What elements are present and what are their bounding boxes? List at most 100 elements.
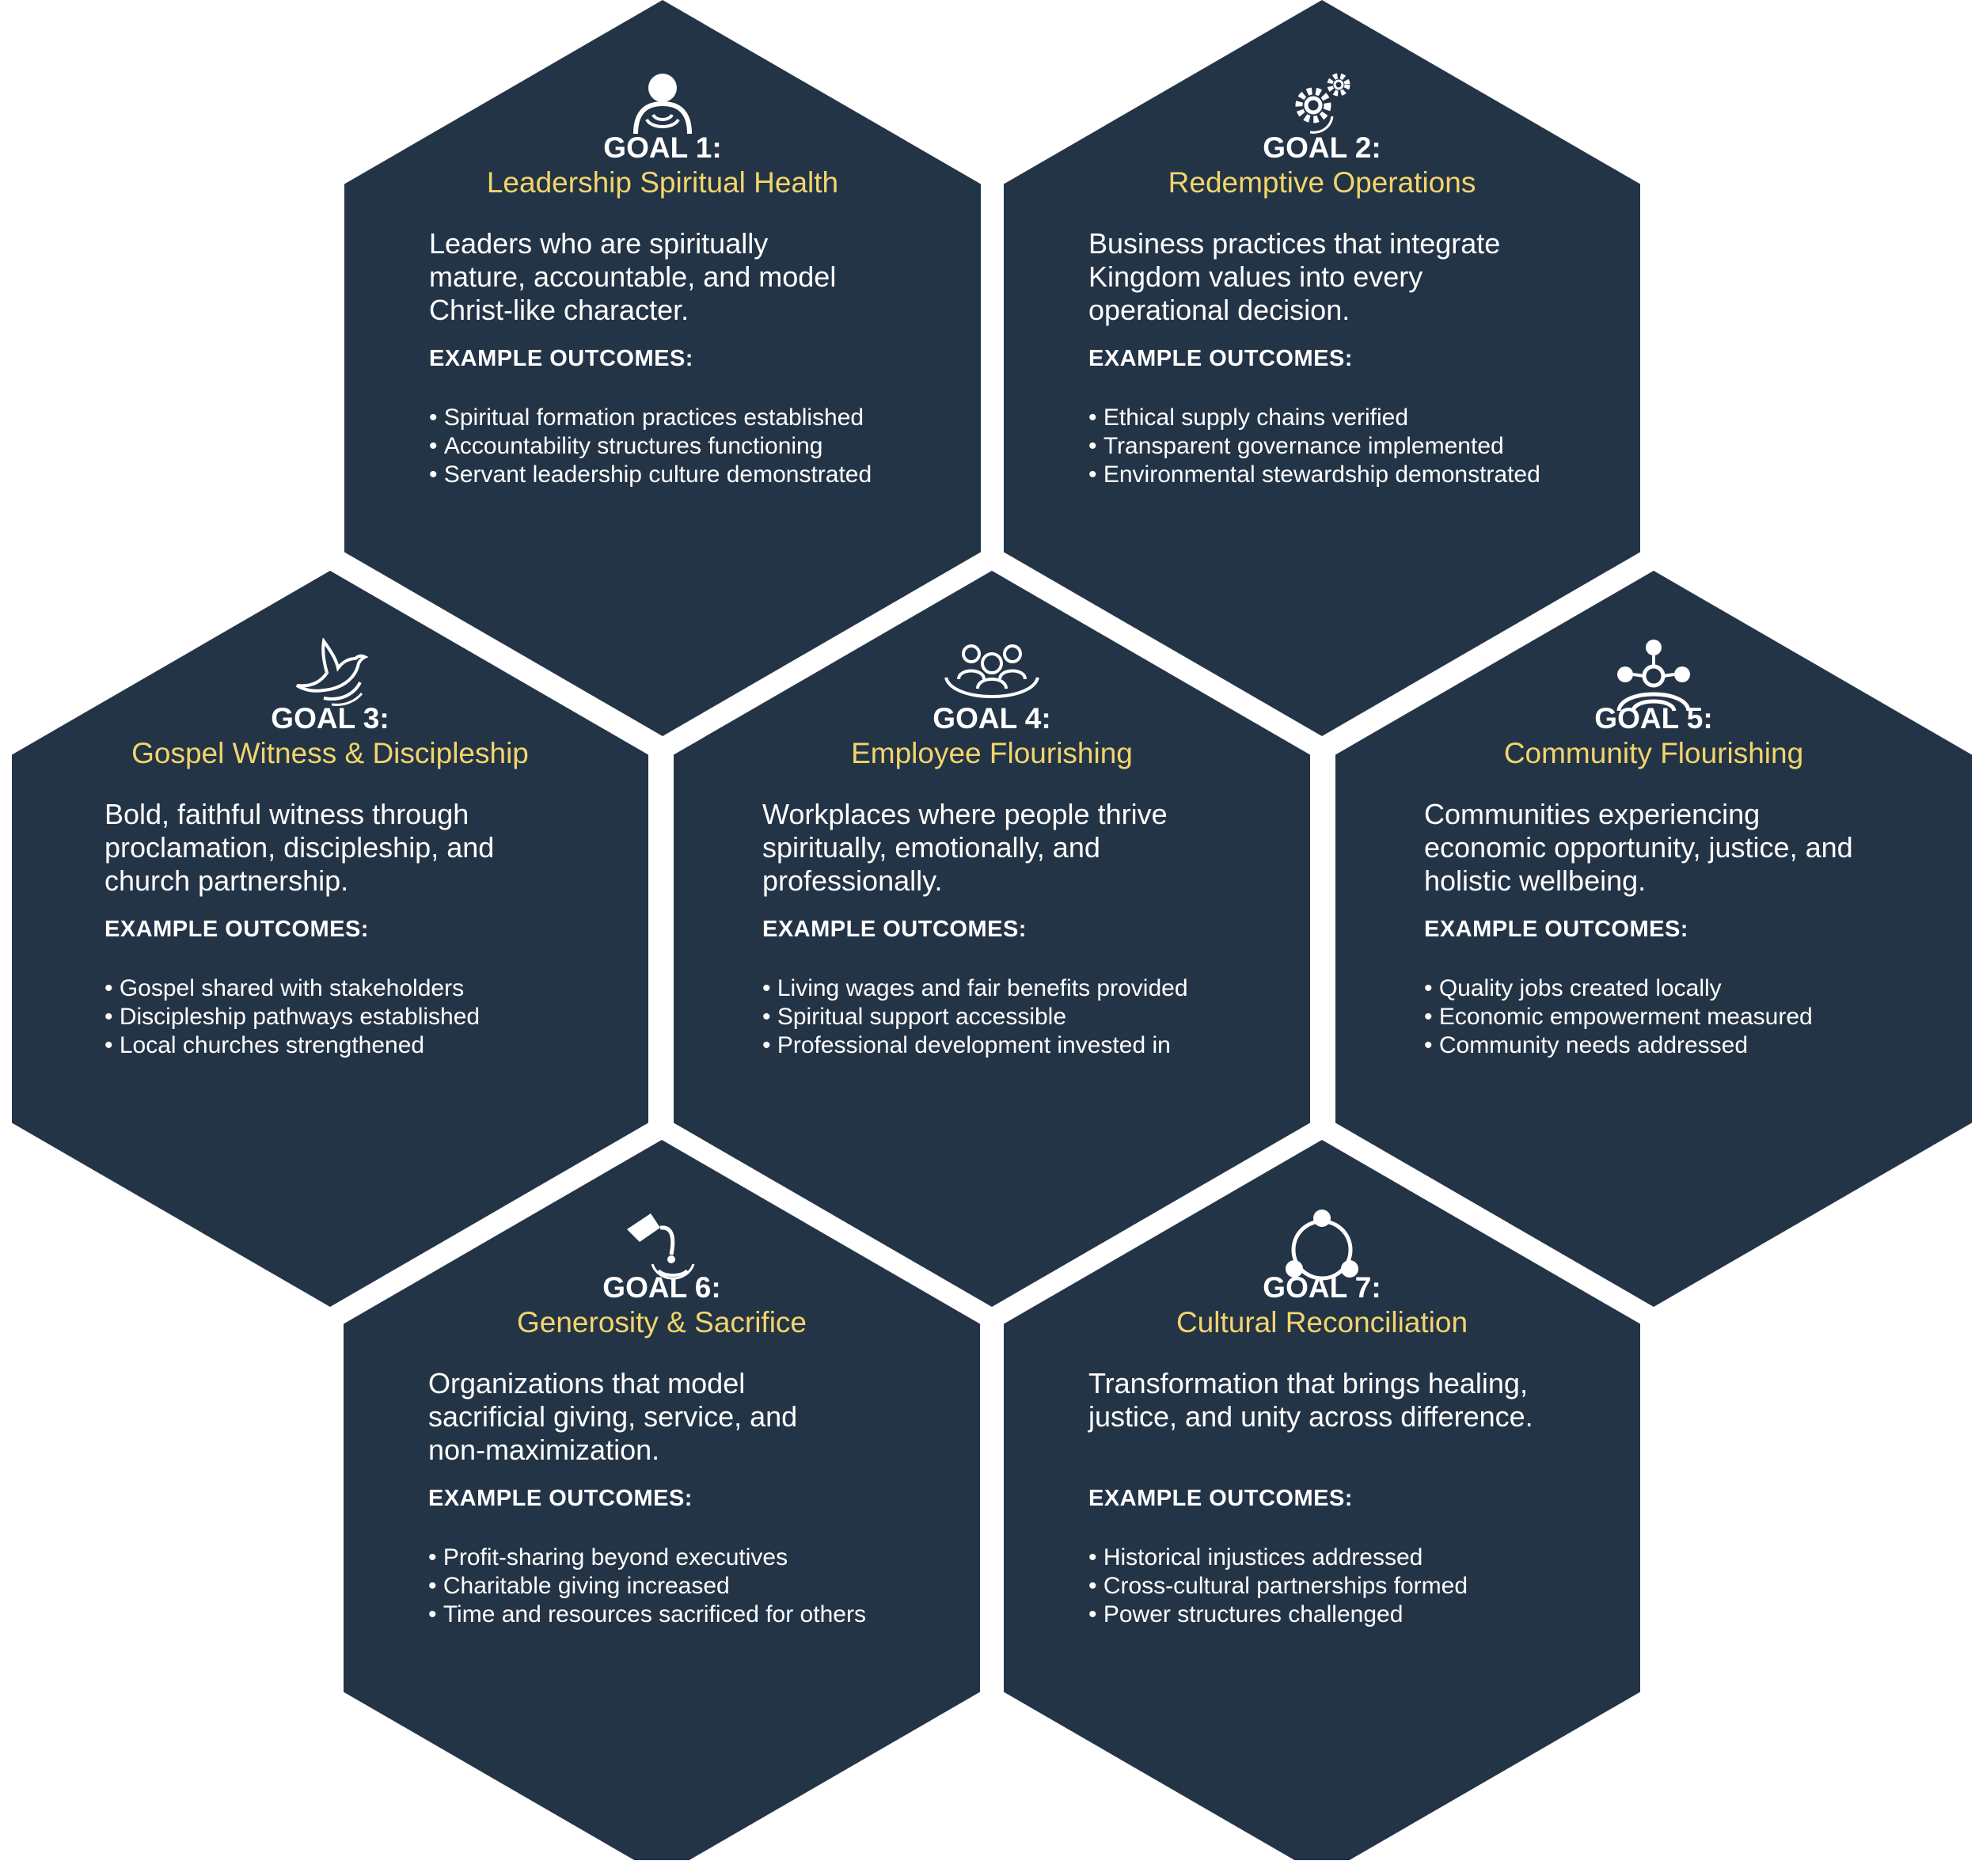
goal-description-line: Bold, faithful witness through bbox=[104, 798, 469, 830]
outcome-item: Transparent governance implemented bbox=[1088, 432, 1540, 461]
goal-number: GOAL 7: bbox=[1263, 1271, 1381, 1304]
example-outcomes-list: Gospel shared with stakeholdersDisciples… bbox=[104, 974, 480, 1060]
goal-6-heading: GOAL 6:Generosity & Sacrifice bbox=[344, 1270, 980, 1340]
goal-description-line: Kingdom values into every bbox=[1088, 260, 1423, 293]
goal-description-line: Christ-like character. bbox=[429, 294, 689, 326]
goal-6-hexagon bbox=[344, 1140, 980, 1860]
outcome-item: Time and resources sacrificed for others bbox=[428, 1601, 866, 1629]
example-outcomes-label: EXAMPLE OUTCOMES: bbox=[1088, 346, 1353, 371]
example-outcomes-list: Ethical supply chains verifiedTransparen… bbox=[1088, 404, 1540, 489]
outcome-item: Quality jobs created locally bbox=[1424, 974, 1813, 1003]
goal-description: Transformation that brings healing,justi… bbox=[1088, 1367, 1533, 1434]
example-outcomes-list: Historical injustices addressedCross-cul… bbox=[1088, 1544, 1468, 1629]
goal-description-line: holistic wellbeing. bbox=[1424, 864, 1647, 897]
example-outcomes-list: Profit-sharing beyond executivesCharitab… bbox=[428, 1544, 866, 1629]
outcome-item: Gospel shared with stakeholders bbox=[104, 974, 480, 1003]
outcome-item: Power structures challenged bbox=[1088, 1601, 1468, 1629]
goal-description-line: Workplaces where people thrive bbox=[762, 798, 1168, 830]
goal-description-line: professionally. bbox=[762, 864, 943, 897]
example-outcomes-label: EXAMPLE OUTCOMES: bbox=[762, 917, 1027, 942]
goal-3-heading: GOAL 3:Gospel Witness & Discipleship bbox=[12, 701, 648, 771]
outcome-item: Spiritual formation practices establishe… bbox=[429, 404, 872, 432]
goal-description-line: justice, and unity across difference. bbox=[1088, 1400, 1533, 1433]
goal-4-heading: GOAL 4:Employee Flourishing bbox=[674, 701, 1310, 771]
outcome-item: Servant leadership culture demonstrated bbox=[429, 461, 872, 489]
outcome-item: Economic empowerment measured bbox=[1424, 1003, 1813, 1031]
goal-description-line: Leaders who are spiritually bbox=[429, 227, 769, 260]
example-outcomes-list: Quality jobs created locallyEconomic emp… bbox=[1424, 974, 1813, 1060]
goal-description-line: non-maximization. bbox=[428, 1434, 660, 1466]
goal-title: Leadership Spiritual Health bbox=[486, 166, 839, 199]
outcome-item: Local churches strengthened bbox=[104, 1031, 480, 1060]
goal-2-hexagon bbox=[1004, 0, 1640, 736]
goal-5-heading: GOAL 5:Community Flourishing bbox=[1335, 701, 1972, 771]
goal-1-heading: GOAL 1:Leadership Spiritual Health bbox=[344, 131, 981, 200]
goal-7-heading: GOAL 7:Cultural Reconciliation bbox=[1004, 1270, 1640, 1340]
outcome-item: Ethical supply chains verified bbox=[1088, 404, 1540, 432]
goal-number: GOAL 1: bbox=[603, 131, 722, 164]
goal-title: Redemptive Operations bbox=[1168, 166, 1476, 199]
example-outcomes-label: EXAMPLE OUTCOMES: bbox=[428, 1486, 693, 1511]
goal-1-hexagon bbox=[344, 0, 981, 736]
outcome-item: Profit-sharing beyond executives bbox=[428, 1544, 866, 1572]
outcome-item: Historical injustices addressed bbox=[1088, 1544, 1468, 1572]
goal-description-line: proclamation, discipleship, and bbox=[104, 831, 495, 864]
outcome-item: Spiritual support accessible bbox=[762, 1003, 1188, 1031]
goal-description-line: spiritually, emotionally, and bbox=[762, 831, 1100, 864]
goal-3-hexagon bbox=[12, 571, 648, 1307]
goal-5-hexagon bbox=[1335, 571, 1972, 1307]
goal-title: Gospel Witness & Discipleship bbox=[131, 737, 529, 769]
outcome-item: Discipleship pathways established bbox=[104, 1003, 480, 1031]
goal-description-line: Communities experiencing bbox=[1424, 798, 1761, 830]
community-network-icon bbox=[1612, 638, 1695, 724]
goal-title: Generosity & Sacrifice bbox=[516, 1306, 807, 1339]
leader-person-icon bbox=[629, 67, 696, 142]
goal-title: Employee Flourishing bbox=[851, 737, 1133, 769]
outcome-item: Cross-cultural partnerships formed bbox=[1088, 1572, 1468, 1601]
outcome-item: Accountability structures functioning bbox=[429, 432, 872, 461]
example-outcomes-label: EXAMPLE OUTCOMES: bbox=[104, 917, 369, 942]
goal-description-line: economic opportunity, justice, and bbox=[1424, 831, 1853, 864]
team-people-icon bbox=[943, 638, 1041, 713]
goal-2-heading: GOAL 2:Redemptive Operations bbox=[1004, 131, 1640, 200]
outcome-item: Community needs addressed bbox=[1424, 1031, 1813, 1060]
outcome-item: Environmental stewardship demonstrated bbox=[1088, 461, 1540, 489]
example-outcomes-label: EXAMPLE OUTCOMES: bbox=[429, 346, 693, 371]
goal-4-hexagon bbox=[674, 571, 1310, 1307]
dove-icon bbox=[292, 636, 369, 713]
goal-number: GOAL 6: bbox=[602, 1271, 721, 1304]
goal-description-line: Transformation that brings healing, bbox=[1088, 1367, 1528, 1399]
example-outcomes-list: Living wages and fair benefits providedS… bbox=[762, 974, 1188, 1060]
goal-number: GOAL 4: bbox=[933, 702, 1051, 735]
goal-number: GOAL 3: bbox=[271, 702, 389, 735]
gears-icon bbox=[1286, 67, 1358, 142]
goal-number: GOAL 5: bbox=[1594, 702, 1713, 735]
goal-description-line: church partnership. bbox=[104, 864, 349, 897]
goal-title: Cultural Reconciliation bbox=[1176, 1306, 1468, 1339]
goal-number: GOAL 2: bbox=[1263, 131, 1381, 164]
goal-description-line: Business practices that integrate bbox=[1088, 227, 1501, 260]
goal-description-line: sacrificial giving, service, and bbox=[428, 1400, 798, 1433]
goal-title: Community Flourishing bbox=[1503, 737, 1804, 769]
outcome-item: Professional development invested in bbox=[762, 1031, 1188, 1060]
pouring-vessel-icon bbox=[624, 1207, 700, 1287]
goal-description-line: operational decision. bbox=[1088, 294, 1350, 326]
goal-description-line: Organizations that model bbox=[428, 1367, 746, 1399]
example-outcomes-label: EXAMPLE OUTCOMES: bbox=[1088, 1486, 1353, 1511]
unity-circle-icon bbox=[1278, 1207, 1366, 1290]
